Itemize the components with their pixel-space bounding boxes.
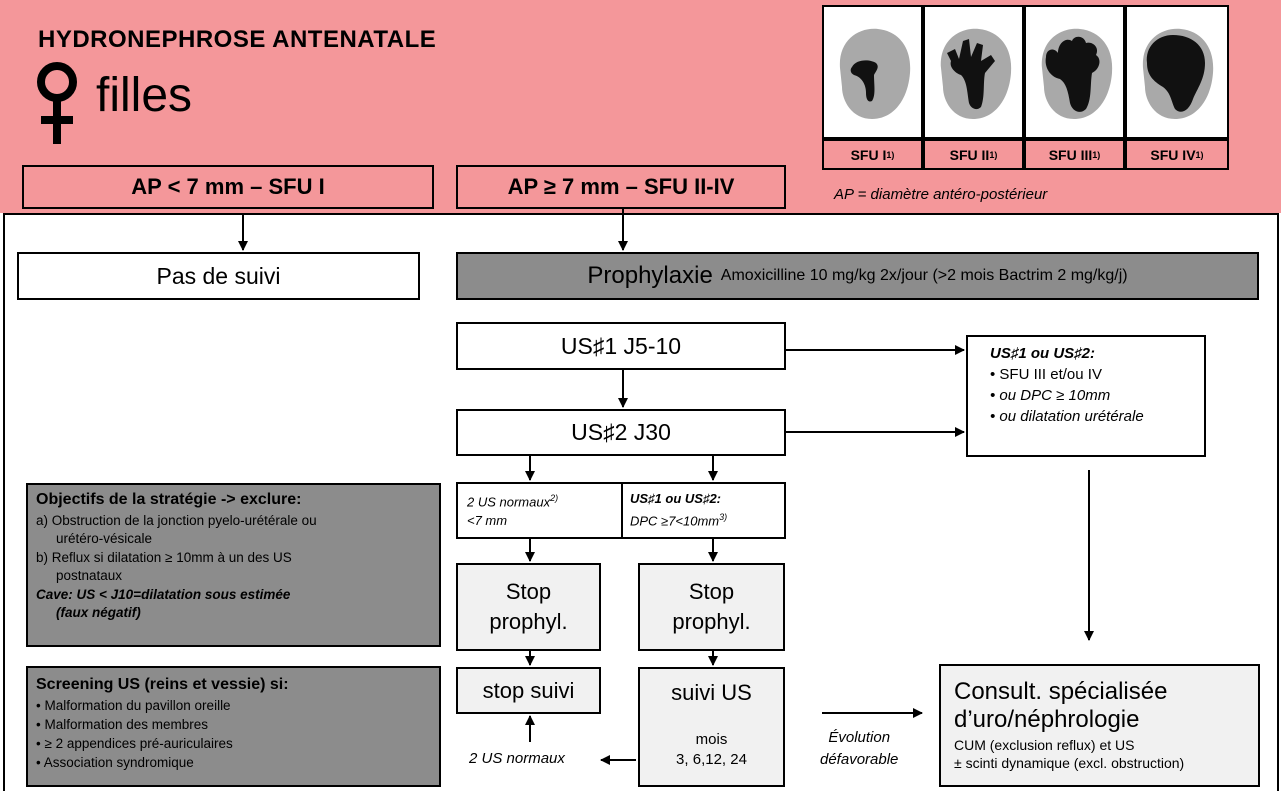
objectives-title: Objectifs de la stratégie -> exclure: <box>36 491 302 508</box>
kidney-sfu1-icon <box>839 28 911 119</box>
months-label: mois <box>695 731 728 748</box>
kidney-sfu3-icon <box>1041 28 1113 119</box>
us1-box: US♯1 J5-10 <box>456 322 786 370</box>
us-followup-title: suivi US <box>671 680 752 705</box>
stop-followup-box: stop suivi <box>456 667 601 714</box>
criteria-item: • ou DPC ≥ 10mm <box>990 387 1111 404</box>
sfu-2-image <box>923 5 1024 139</box>
us-screening-box: Screening US (reins et vessie) si: • Mal… <box>26 666 441 787</box>
page-subtitle: filles <box>96 69 193 122</box>
caveat-line: (faux négatif) <box>56 605 141 620</box>
objective-line: postnataux <box>56 568 123 583</box>
female-symbol-icon <box>37 62 77 144</box>
objective-line: a) Obstruction de la jonction pyelo-urét… <box>36 512 317 528</box>
dpc-title: US♯1 ou US♯2: <box>630 491 722 506</box>
two-normal-us-label: 2 US normaux <box>469 750 565 767</box>
screening-item: • Malformation du pavillon oreille <box>36 698 231 713</box>
evolution-line: Évolution <box>828 729 891 746</box>
evolution-line: défavorable <box>820 751 899 768</box>
criteria-item: • SFU III et/ou IV <box>990 366 1102 383</box>
normal-us-box: 2 US normaux2) <7 mm <box>456 482 623 539</box>
criteria-box: US♯1 ou US♯2: • SFU III et/ou IV • ou DP… <box>966 335 1206 457</box>
kidney-sfu2-icon <box>940 28 1012 119</box>
months-values: 3, 6,12, 24 <box>676 751 747 768</box>
specialist-consult-box: Consult. spécialisée d’uro/néphrologie C… <box>939 664 1260 787</box>
dpc-sub: DPC ≥7<10mm3) <box>630 512 728 529</box>
stop-label: Stop <box>505 579 552 604</box>
stop-label: Stop <box>688 579 735 604</box>
objective-line: urétéro-vésicale <box>56 531 153 546</box>
sfu-4-image <box>1125 5 1229 139</box>
ap-definition-note: AP = diamètre antéro-postérieur <box>834 186 1048 203</box>
criteria-title: US♯1 ou US♯2: <box>990 345 1096 362</box>
screening-item: • Association syndromique <box>36 755 194 770</box>
prophyl-label: prophyl. <box>672 609 751 634</box>
strategy-objectives-box: Objectifs de la stratégie -> exclure: a)… <box>26 483 441 647</box>
prophyl-label: prophyl. <box>489 609 568 634</box>
us2-box: US♯2 J30 <box>456 409 786 456</box>
page-title: HYDRONEPHROSE ANTENATALE <box>38 26 437 53</box>
prophylaxis-title: Prophylaxie <box>587 262 713 289</box>
normal-us-sub: <7 mm <box>467 513 508 529</box>
unfavorable-evolution-label: Évolution défavorable <box>820 727 898 771</box>
sfu-3-image <box>1024 5 1125 139</box>
normal-us-title: 2 US normaux2) <box>467 493 559 510</box>
objective-line: b) Reflux si dilatation ≥ 10mm à un des … <box>36 549 292 565</box>
no-followup-box: Pas de suivi <box>17 252 420 300</box>
stop-prophylaxis-box-2: Stop prophyl. <box>638 563 785 651</box>
caveat-line: Cave: US < J10=dilatation sous estimée <box>36 586 291 602</box>
prophylaxis-box: Prophylaxie Amoxicilline 10 mg/kg 2x/jou… <box>456 252 1259 300</box>
dpc-box: US♯1 ou US♯2: DPC ≥7<10mm3) <box>621 482 786 539</box>
kidney-sfu4-icon <box>1142 28 1214 119</box>
ap-large-box: AP ≥ 7 mm – SFU II-IV <box>456 165 786 209</box>
consult-title: d’uro/néphrologie <box>954 706 1140 733</box>
stop-prophylaxis-box-1: Stop prophyl. <box>456 563 601 651</box>
screening-item: • Malformation des membres <box>36 717 209 732</box>
screening-title: Screening US (reins et vessie) si: <box>36 676 289 693</box>
sfu-1-image <box>822 5 923 139</box>
consult-detail: ± scinti dynamique (excl. obstruction) <box>954 755 1185 771</box>
criteria-item: • ou dilatation urétérale <box>990 408 1144 425</box>
ap-small-box: AP < 7 mm – SFU I <box>22 165 434 209</box>
consult-detail: CUM (exclusion reflux) et US <box>954 737 1135 753</box>
consult-title: Consult. spécialisée <box>954 678 1168 705</box>
screening-item: • ≥ 2 appendices pré-auriculaires <box>36 736 233 751</box>
prophylaxis-detail: Amoxicilline 10 mg/kg 2x/jour (>2 mois B… <box>720 267 1128 284</box>
flowchart-frame <box>3 213 1279 791</box>
us-followup-box: suivi US mois 3, 6,12, 24 <box>638 667 785 787</box>
